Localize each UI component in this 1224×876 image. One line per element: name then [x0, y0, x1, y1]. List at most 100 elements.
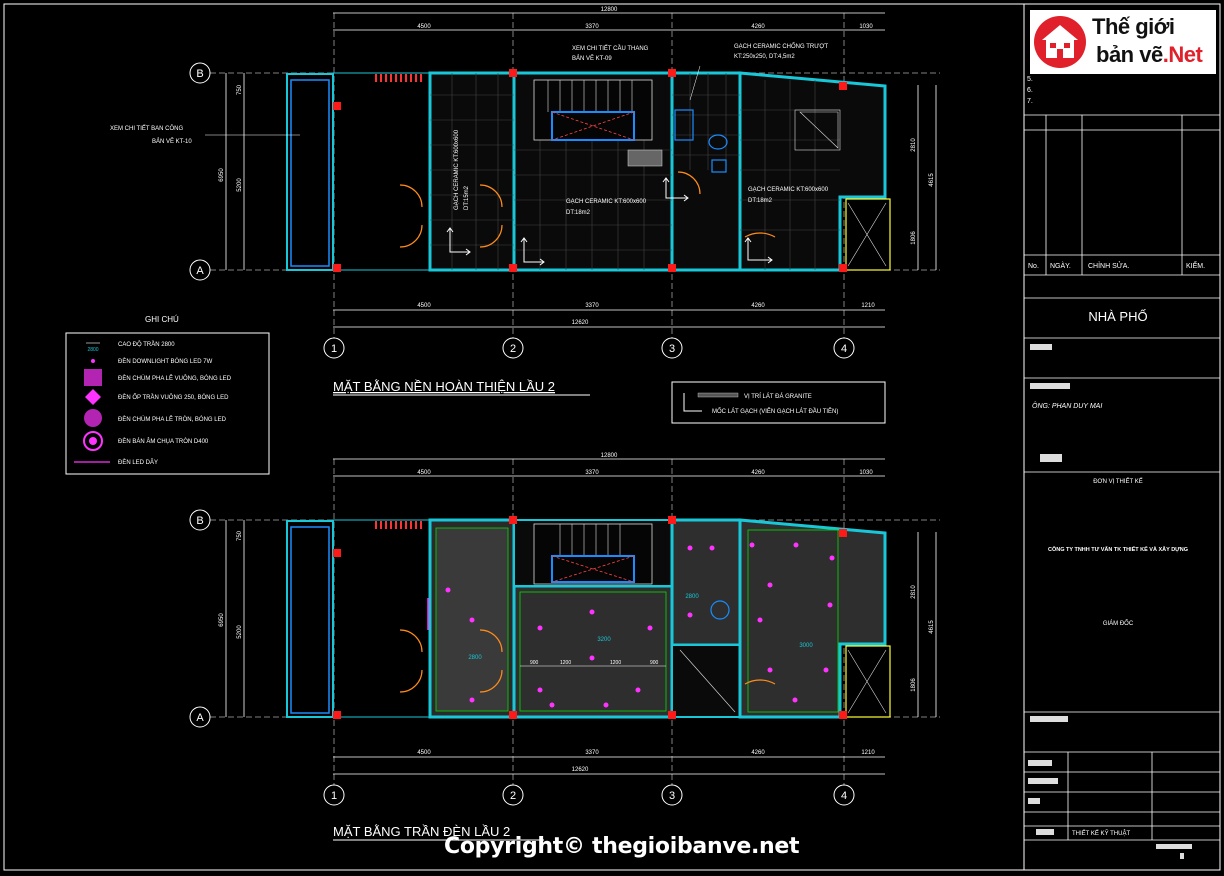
copyright-watermark: Copyright© thegioibanve.net [444, 834, 800, 859]
dim-top-3: 4260 [751, 24, 765, 30]
p2-dim-top-4: 1030 [859, 470, 873, 476]
legend-item-5: ĐÈN CHÙM PHA LÊ TRÒN, BÓNG LED [118, 415, 227, 423]
floor-plan-finish: 12800 4500 3370 4260 1030 6950 750 5200 … [110, 7, 940, 396]
designer-label: ĐƠN VỊ THIẾT KẾ [1093, 478, 1143, 485]
p2-dim-top-3: 4260 [751, 470, 765, 476]
tile-legend-box: VỊ TRÍ LÁT ĐÁ GRANITE MỐC LÁT GẠCH (VIÊN… [671, 381, 886, 424]
p2-axis-3: 3 [669, 790, 675, 802]
square-chandelier-icon [84, 369, 102, 386]
p2-axis-a: A [196, 712, 204, 724]
note-stair-2: BẢN VẼ KT-09 [572, 55, 612, 62]
house-icon [1034, 16, 1086, 68]
dim-right-total: 4615 [929, 173, 935, 187]
axis-b: B [196, 68, 203, 80]
axis-1: 1 [331, 343, 337, 355]
dim-bot-3: 4260 [751, 303, 765, 309]
legend-box: GHI CHÚ 2800 CAO ĐỘ TRẦN 2800 ĐÈN DOWNLI… [65, 315, 270, 475]
round-chandelier-icon [84, 409, 102, 427]
p2-axis-b: B [196, 515, 203, 527]
legend-item-3: ĐÈN CHÙM PHA LÊ VUÔNG, BÓNG LED [118, 374, 232, 382]
semi-recessed-lamp-icon [83, 431, 103, 451]
company-name: CÔNG TY TNHH TƯ VẤN TK THIẾT KẾ VÀ XÂY D… [1048, 545, 1188, 553]
project-name: NHÀ PHỐ [1088, 309, 1147, 324]
dim-top-4: 1030 [859, 24, 873, 30]
p2-axis-4: 4 [841, 790, 847, 802]
plan2-title: MẶT BẰNG TRẦN ĐÈN LẦU 2 [333, 824, 510, 839]
rev-no-6: 6. [1027, 87, 1033, 94]
ceiling-tag-1: 2800 [468, 655, 482, 661]
ceiling-tag-3: 2800 [685, 594, 699, 600]
tech-design-label: THIẾT KẾ KỸ THUẬT [1072, 830, 1130, 837]
legend-item-4: ĐÈN ỐP TRẦN VUÔNG 250, BÓNG LED [118, 394, 229, 401]
p2-dim-bot-3: 4260 [751, 750, 765, 756]
ceiling-tag-2: 3200 [597, 637, 611, 643]
dim-right-1: 2810 [911, 138, 917, 152]
dim-top-2: 3370 [585, 24, 599, 30]
title-block [1024, 114, 1220, 859]
note-ceramic-center-2: DT:18m2 [566, 210, 591, 216]
dim-total-top: 12800 [601, 7, 618, 13]
ceiling-tag-4: 3000 [799, 643, 813, 649]
legend-item-1: CAO ĐỘ TRẦN 2800 [118, 341, 175, 348]
logo-text-line1: Thế giới [1092, 14, 1175, 39]
rev-header-date: NGÀY. [1050, 261, 1071, 270]
note-ceramic-right: GẠCH CERAMIC KT:600x600 [748, 187, 829, 193]
legend2-item-2: MỐC LÁT GẠCH (VIÊN GẠCH LÁT ĐẦU TIÊN) [712, 407, 838, 415]
brand-logo: Thế giới bản vẽ.Net [1030, 10, 1216, 74]
rev-no-5: 5. [1027, 76, 1033, 83]
dim-left-total: 6950 [219, 168, 225, 182]
inner-dim-3: 1200 [610, 660, 621, 666]
inner-dim-1: 900 [530, 660, 539, 666]
ceiling-lighting-plan: 12800 4500 3370 4260 1030 6950 750 5200 … [189, 453, 940, 841]
inner-dim-4: 900 [650, 660, 659, 666]
axis-a: A [196, 265, 204, 277]
rev-header-change: CHỈNH SỬA. [1088, 261, 1129, 270]
axis-3: 3 [669, 343, 675, 355]
legend2-item-1: VỊ TRÍ LÁT ĐÁ GRANITE [744, 393, 812, 400]
dim-left-2: 5200 [237, 178, 243, 192]
note-ceramic-anti: GẠCH CERAMIC CHỐNG TRƯỢT [734, 43, 828, 50]
director-label: GIÁM ĐỐC [1103, 620, 1134, 627]
p2-dim-top-1: 4500 [417, 470, 431, 476]
p2-dim-left-2: 5200 [237, 625, 243, 639]
square-ceiling-lamp-icon [85, 389, 101, 405]
plan1-title: MẶT BẰNG NỀN HOÀN THIỆN LẦU 2 [333, 379, 555, 394]
dim-right-2: 1806 [911, 231, 917, 245]
rev-header-check: KIỂM. [1186, 261, 1205, 270]
note-balcony: XEM CHI TIẾT BAN CÔNG [110, 125, 183, 132]
note-ceramic-right-2: DT:18m2 [748, 198, 773, 204]
axis-2: 2 [510, 343, 516, 355]
p2-dim-left-total: 6950 [219, 613, 225, 627]
p2-axis-1: 1 [331, 790, 337, 802]
note-balcony-2: BẢN VẼ KT-10 [152, 138, 192, 145]
p2-dim-bot-4: 1210 [861, 750, 875, 756]
legend-symbol-height: 2800 [87, 347, 98, 353]
logo-text-line2: bản vẽ.Net [1096, 42, 1203, 67]
legend-title: GHI CHÚ [145, 315, 179, 324]
note-ceramic-left: GẠCH CERAMIC KT:600x600 [454, 129, 460, 210]
rev-header-no: No. [1028, 263, 1039, 270]
p2-dim-bot-total: 12620 [572, 767, 589, 773]
note-ceramic-center: GẠCH CERAMIC KT:600x600 [566, 199, 647, 205]
dim-bot-2: 3370 [585, 303, 599, 309]
sheet-border [3, 3, 1221, 871]
p2-dim-top-2: 3370 [585, 470, 599, 476]
p2-dim-total-top: 12800 [601, 453, 618, 459]
inner-dim-2: 1200 [560, 660, 571, 666]
dim-bot-1: 4500 [417, 303, 431, 309]
p2-dim-right-1: 2810 [911, 585, 917, 599]
p2-dim-bot-1: 4500 [417, 750, 431, 756]
note-stair: XEM CHI TIẾT CẦU THANG [572, 45, 649, 52]
downlight-icon [91, 359, 95, 363]
rev-no-7: 7. [1027, 98, 1033, 105]
legend-item-7: ĐÈN LED DÂY [118, 459, 158, 466]
p2-dim-right-2: 1806 [911, 678, 917, 692]
granite-icon [697, 392, 739, 398]
legend-item-2: ĐÈN DOWNLIGHT BÓNG LED 7W [118, 358, 213, 365]
p2-dim-bot-2: 3370 [585, 750, 599, 756]
p2-dim-right-total: 4615 [929, 620, 935, 634]
legend-item-6: ĐÈN BÁN ÂM CHỤA TRÒN D400 [118, 438, 209, 445]
tile-start-icon [683, 393, 702, 412]
p2-axis-2: 2 [510, 790, 516, 802]
